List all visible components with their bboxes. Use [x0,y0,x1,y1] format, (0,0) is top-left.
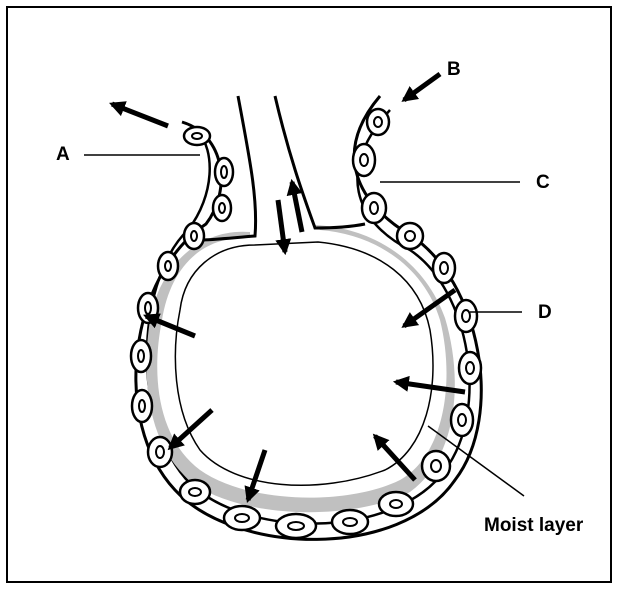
arrow-air-down [275,199,292,256]
wall-cell [449,402,475,438]
wall-cell [146,435,174,469]
arrow-left-lower [167,408,214,451]
wall-cell [130,388,154,424]
wall-cells [129,107,483,540]
wall-cell [457,350,483,386]
label-moist-layer: Moist layer [484,515,584,536]
wall-cell [178,478,212,506]
wall-cell [274,512,318,540]
wall-cell [211,193,233,223]
wall-cell [182,125,212,147]
airway-right-wall [273,95,366,230]
wall-cell [431,251,457,285]
wall-cell [222,504,262,532]
arrow-right-upper [401,287,457,329]
diagram-frame [6,6,612,583]
wall-cell [351,142,377,178]
leader-line-moist [427,425,525,497]
wall-cell [129,338,153,374]
arrow-left-upper [143,313,196,339]
arrow-right-lower [372,433,417,482]
arrow-right-mid [392,375,466,395]
wall-cell [377,490,415,518]
wall-cell [360,191,388,225]
arrow-in-top-right [401,71,442,103]
label-a: A [56,144,70,165]
wall-cell [453,298,479,334]
wall-cell [395,221,425,251]
label-b: B [447,59,461,80]
label-c: C [536,172,550,193]
airway-left-wall [199,95,258,242]
arrow-air-up [286,178,305,233]
diffusion-arrows [109,71,466,504]
label-d: D [538,302,552,323]
wall-cell [182,221,206,251]
arrow-out-top-left [109,101,169,129]
wall-cell [213,156,235,188]
wall-cell [330,508,370,536]
wall-cell [156,250,180,282]
wall-cell [420,449,452,483]
wall-cell [365,107,391,137]
alveolar-air-space [174,241,434,487]
arrow-bottom [244,449,268,504]
